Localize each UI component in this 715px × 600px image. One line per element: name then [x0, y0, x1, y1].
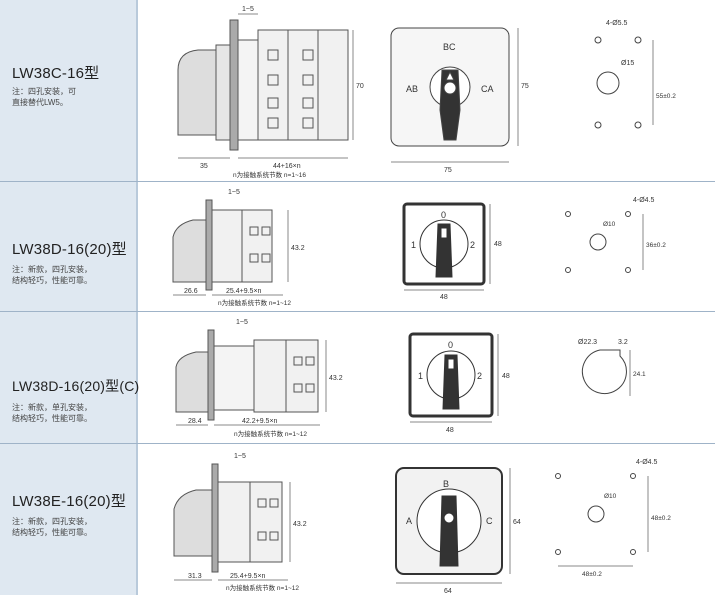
side-caption: n为接触系统节数 n=1~12: [234, 429, 307, 438]
front-height-dim: 64: [513, 519, 521, 526]
hole-dim: 4-Ø4.5: [633, 197, 655, 204]
side-height-dim: 43.2: [329, 375, 343, 382]
front-height-dim: 48: [502, 373, 510, 380]
hole-dim: Ø22.3: [578, 339, 597, 346]
model-row-lw38d-c: LW38D-16(20)型(C) 注：新款，单孔安装， 结构轻巧，性能可靠。 1…: [0, 311, 715, 444]
front-width-dim: 48: [440, 294, 448, 301]
front-pos-left: 1: [418, 371, 423, 381]
center-dim: Ø10: [604, 493, 617, 500]
front-pos-top: BC: [443, 42, 456, 52]
front-pos-top: B: [443, 479, 449, 489]
front-pos-right: 2: [470, 240, 475, 250]
model-name: LW38C-16型: [12, 65, 100, 82]
side-view: [175, 329, 327, 426]
side-bottom-dim: 42.2+9.5×n: [242, 418, 278, 425]
model-label-panel: LW38C-16型 注：四孔安装，可 直接替代LW5。: [0, 0, 138, 181]
center-dim: Ø15: [621, 60, 634, 67]
side-caption: n为接触系统节数 n=1~16: [233, 170, 306, 179]
model-label-panel: LW38E-16(20)型 注：新款，四孔安装， 结构轻巧，性能可靠。: [0, 444, 138, 595]
model-note: 注：新款，四孔安装， 结构轻巧，性能可靠。: [12, 265, 92, 285]
drawing-area: 1~5 43.2 28.4 42.2+9.5×n n为接触系统节数 n=1~12…: [138, 312, 715, 444]
spacing-dim: 55±0.2: [656, 93, 676, 100]
drawing-area: 1~5 43.2 31.3 25.4+9.5×n n为接触系统节数 n=1~12…: [138, 444, 715, 595]
front-pos-right: CA: [481, 84, 494, 94]
side-top-dim: 1~5: [234, 453, 246, 460]
side-caption: n为接触系统节数 n=1~12: [226, 583, 299, 592]
model-row-lw38c: LW38C-16型 注：四孔安装，可 直接替代LW5。: [0, 0, 715, 181]
front-pos-right: 2: [477, 371, 482, 381]
spacing-dim: 48±0.2: [651, 515, 671, 522]
side-left-dim: 26.6: [184, 288, 198, 295]
front-view: [390, 27, 519, 163]
front-pos-left: 1: [411, 240, 416, 250]
side-bottom-dim: 25.4+9.5×n: [230, 573, 266, 580]
model-row-lw38d: LW38D-16(20)型 注：新款，四孔安装， 结构轻巧，性能可靠。 1~5 …: [0, 181, 715, 312]
technical-drawing: 1~5 70 35 44+16×n n为接触系统节数 n=1~16 AB BC …: [177, 6, 676, 179]
side-height-dim: 43.2: [293, 521, 307, 528]
mounting-holes: [555, 473, 649, 567]
center-dim: 3.2: [618, 339, 628, 346]
drawing-area: 1~5 43.2 26.6 25.4+9.5×n n为接触系统节数 n=1~12…: [138, 182, 715, 312]
front-width-dim: 64: [444, 588, 452, 595]
side-bottom-dim: 44+16×n: [273, 163, 301, 170]
side-view: [173, 463, 291, 581]
front-height-dim: 48: [494, 241, 502, 248]
front-pos-right: C: [486, 516, 493, 526]
side-left-dim: 31.3: [188, 573, 202, 580]
front-view: [395, 467, 511, 584]
side-left-dim: 28.4: [188, 418, 202, 425]
model-note: 注：新款，四孔安装， 结构轻巧，性能可靠。: [12, 517, 92, 537]
side-height-dim: 70: [356, 83, 364, 90]
spacing-dim: 24.1: [633, 371, 646, 378]
drawing-area: 1~5 70 35 44+16×n n为接触系统节数 n=1~16 AB BC …: [138, 0, 715, 181]
side-top-dim: 1~5: [242, 6, 254, 13]
mounting-holes: [594, 36, 654, 129]
technical-drawing: 1~5 43.2 28.4 42.2+9.5×n n为接触系统节数 n=1~12…: [175, 319, 646, 438]
side-top-dim: 1~5: [236, 319, 248, 326]
front-height-dim: 75: [521, 83, 529, 90]
side-view: [177, 13, 354, 159]
hole-dim: 4-Ø5.5: [606, 20, 628, 27]
front-pos-left: AB: [406, 84, 418, 94]
side-height-dim: 43.2: [291, 245, 305, 252]
mounting-holes: [565, 211, 644, 273]
model-note: 注：四孔安装，可 直接替代LW5。: [12, 87, 76, 107]
front-view: [402, 202, 491, 291]
center-dim: Ø10: [603, 221, 616, 228]
side-bottom-dim: 25.4+9.5×n: [226, 288, 262, 295]
spacing-dim: 36±0.2: [646, 242, 666, 249]
technical-drawing: 1~5 43.2 26.6 25.4+9.5×n n为接触系统节数 n=1~12…: [172, 189, 666, 307]
front-width-dim: 75: [444, 167, 452, 174]
side-view: [172, 199, 289, 296]
hole-dim: 4-Ø4.5: [636, 459, 658, 466]
front-view: [408, 332, 499, 423]
side-top-dim: 1~5: [228, 189, 240, 196]
spacing-dim-horizontal: 48±0.2: [582, 571, 602, 578]
front-width-dim: 48: [446, 427, 454, 434]
side-left-dim: 35: [200, 163, 208, 170]
mounting-holes: [581, 349, 631, 396]
model-name: LW38E-16(20)型: [12, 493, 127, 510]
front-pos-left: A: [406, 516, 412, 526]
side-caption: n为接触系统节数 n=1~12: [218, 298, 291, 307]
model-label-panel: LW38D-16(20)型(C) 注：新款，单孔安装， 结构轻巧，性能可靠。: [0, 312, 140, 444]
model-row-lw38e: LW38E-16(20)型 注：新款，四孔安装， 结构轻巧，性能可靠。 1~5 …: [0, 443, 715, 595]
front-pos-top: 0: [448, 340, 453, 350]
front-pos-top: 0: [441, 210, 446, 220]
model-label-panel: LW38D-16(20)型 注：新款，四孔安装， 结构轻巧，性能可靠。: [0, 182, 138, 312]
model-name: LW38D-16(20)型: [12, 241, 127, 258]
model-note: 注：新款，单孔安装， 结构轻巧，性能可靠。: [12, 403, 92, 423]
technical-drawing: 1~5 43.2 31.3 25.4+9.5×n n为接触系统节数 n=1~12…: [173, 453, 671, 595]
model-name: LW38D-16(20)型(C): [12, 378, 140, 394]
